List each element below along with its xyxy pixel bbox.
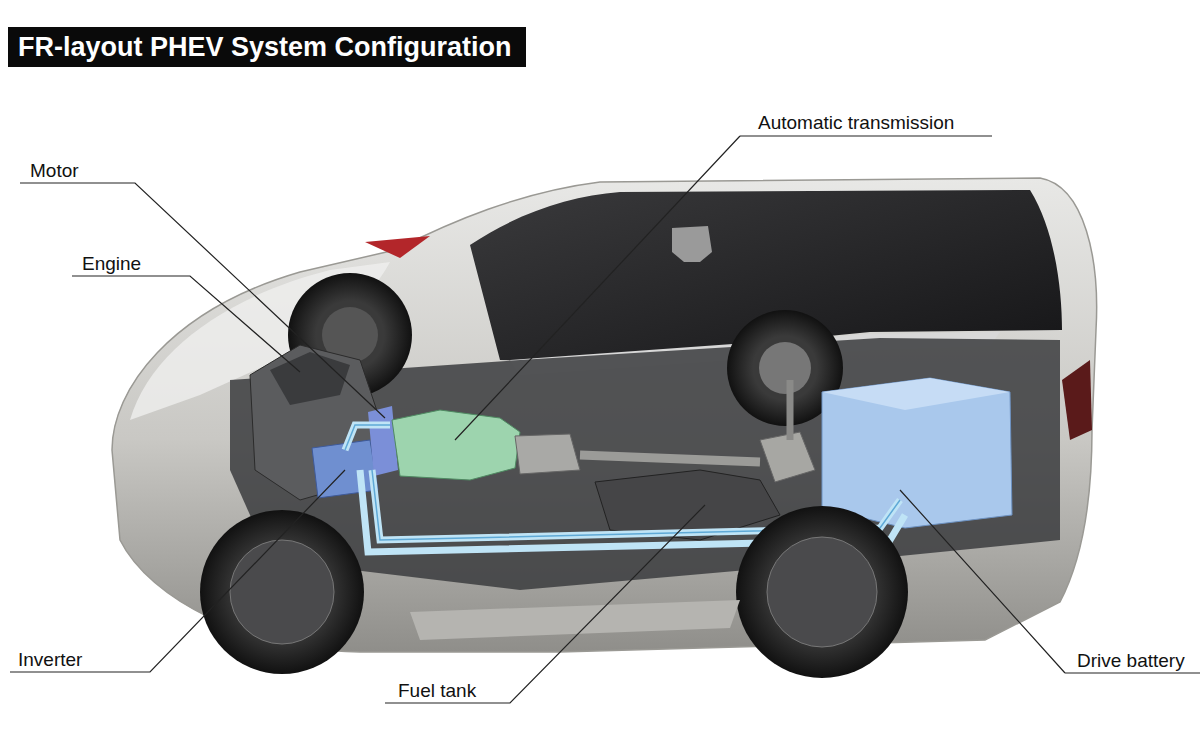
drive-battery xyxy=(822,378,1012,528)
head-light xyxy=(365,236,430,258)
part-label: Inverter xyxy=(18,649,82,671)
prop-shaft xyxy=(580,455,760,462)
leader-line xyxy=(455,136,992,440)
roof-badge xyxy=(672,226,712,262)
car-body xyxy=(112,178,1097,652)
diagram-title: FR-layout PHEV System Configuration xyxy=(8,27,526,67)
leader-line xyxy=(900,490,1200,673)
rear-axle xyxy=(787,380,794,440)
engine-cover xyxy=(270,352,350,405)
rear-upper-hub xyxy=(759,342,811,394)
leader-line xyxy=(385,505,705,703)
cutaway-cavity xyxy=(230,338,1060,590)
transmission xyxy=(392,410,520,480)
part-label: Drive battery xyxy=(1077,650,1185,672)
leader-line xyxy=(10,470,345,672)
part-label: Engine xyxy=(82,253,141,275)
rear-lower-rim xyxy=(767,537,877,647)
tail-light xyxy=(1062,360,1092,440)
battery-top xyxy=(822,378,1010,410)
part-label: Automatic transmission xyxy=(758,112,954,134)
side-step xyxy=(410,600,740,640)
part-label: Fuel tank xyxy=(398,680,476,702)
part-label: Motor xyxy=(30,160,79,182)
leader-line xyxy=(72,276,300,372)
rear-lower-tyre xyxy=(736,506,908,678)
front-lower-rim xyxy=(230,540,334,644)
transfer-case xyxy=(515,434,580,474)
leader-line xyxy=(20,183,385,418)
